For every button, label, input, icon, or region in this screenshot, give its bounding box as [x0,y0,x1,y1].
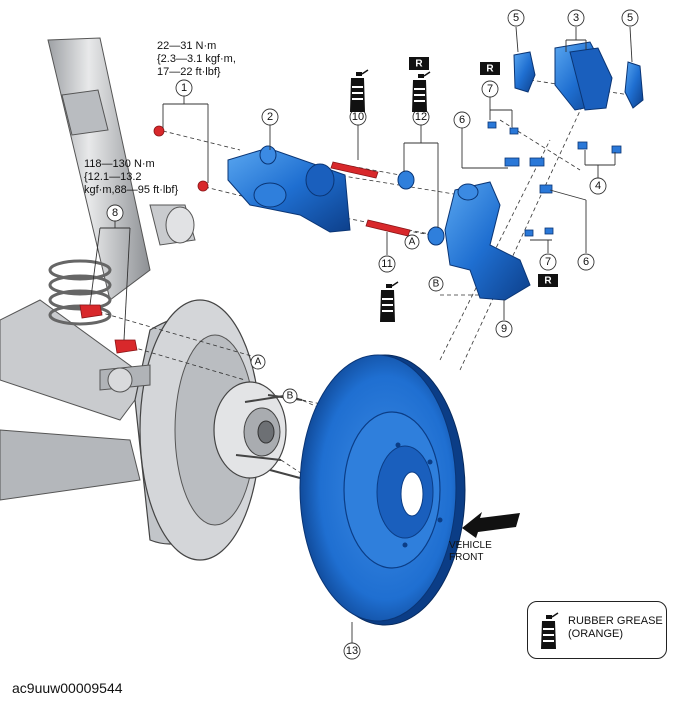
callout-6a: 6 [459,114,465,126]
callout-circle-7a [481,80,499,98]
replace-mark-12: R [409,57,429,70]
letter-circle-a2 [250,354,266,370]
replace-mark-7a: R [480,62,500,75]
figure-code: ac9uuw00009544 [12,680,123,696]
grease-can-icon [380,281,399,322]
callout-2: 2 [267,111,273,123]
letter-circle-a1 [404,234,420,250]
grease-can-icon [412,71,431,112]
callout-3: 3 [573,12,579,24]
letter-a1: A [409,237,416,248]
guide-plates [487,121,622,237]
callout-circle-4 [589,177,607,195]
replace-mark-7b: R [538,274,558,287]
vehicle-front-arrow-icon [462,512,520,538]
torque-spec-1: 22—31 N·m {2.3—3.1 kgf·m, 17—22 ft·lbf} [157,40,236,78]
caliper-body [227,145,351,233]
vehicle-front-label: VEHICLE FRONT [449,540,492,564]
torque-spec-8: 118—130 N·m {12.1—13.2 kgf·m,88—95 ft·lb… [84,158,179,196]
letter-circle-b1 [428,276,444,292]
letter-circle-b2 [282,388,298,404]
callout-circle-3 [567,9,585,27]
guide-pin-boots [397,170,445,246]
shim-right [624,61,644,109]
callout-10: 10 [352,111,364,123]
grease-can-icon [541,612,559,649]
callout-circle-8 [106,204,124,222]
callout-7a: 7 [487,83,493,95]
callout-circle-13 [343,642,361,660]
callout-circle-5a [507,9,525,27]
svg-text:R: R [486,64,494,75]
callout-circle-7b [539,253,557,271]
callout-12: 12 [415,111,427,123]
callout-circle-1 [175,79,193,97]
vehicle-front-line1: VEHICLE [449,540,492,551]
callout-circle-5b [621,9,639,27]
svg-text:R: R [415,59,423,70]
brake-disc [299,354,466,626]
callout-circle-2 [261,108,279,126]
callout-7b: 7 [545,256,551,268]
svg-text:R: R [544,276,552,287]
letter-a2: A [255,357,262,368]
callout-5a: 5 [513,12,519,24]
callout-circle-6a [453,111,471,129]
callout-5b: 5 [627,12,633,24]
caliper-bolts [153,125,209,192]
vehicle-front-line2: FRONT [449,552,484,563]
caliper-bracket [444,181,531,301]
grease-can-icon [350,69,369,112]
letter-b2: B [287,391,294,402]
callout-8: 8 [112,207,118,219]
bracket-bolts [79,304,138,354]
callout-4: 4 [595,180,601,192]
callout-circle-9 [495,320,513,338]
callout-9: 9 [501,323,507,335]
callout-circle-11 [378,255,396,273]
legend-box: RUBBER GREASE (ORANGE) [527,601,667,659]
guide-pins [330,161,411,237]
suspension-assembly [0,37,303,561]
legend-line2: (ORANGE) [568,628,623,640]
shim-left [513,51,536,93]
letter-b1: B [433,279,440,290]
callout-11: 11 [381,258,392,270]
brake-pads [554,41,613,111]
leader-lines [89,26,633,643]
callout-1: 1 [181,82,187,94]
callout-13: 13 [346,645,358,657]
callout-circle-6b [577,253,595,271]
callout-6b: 6 [583,256,589,268]
legend-line1: RUBBER GREASE [568,615,663,627]
